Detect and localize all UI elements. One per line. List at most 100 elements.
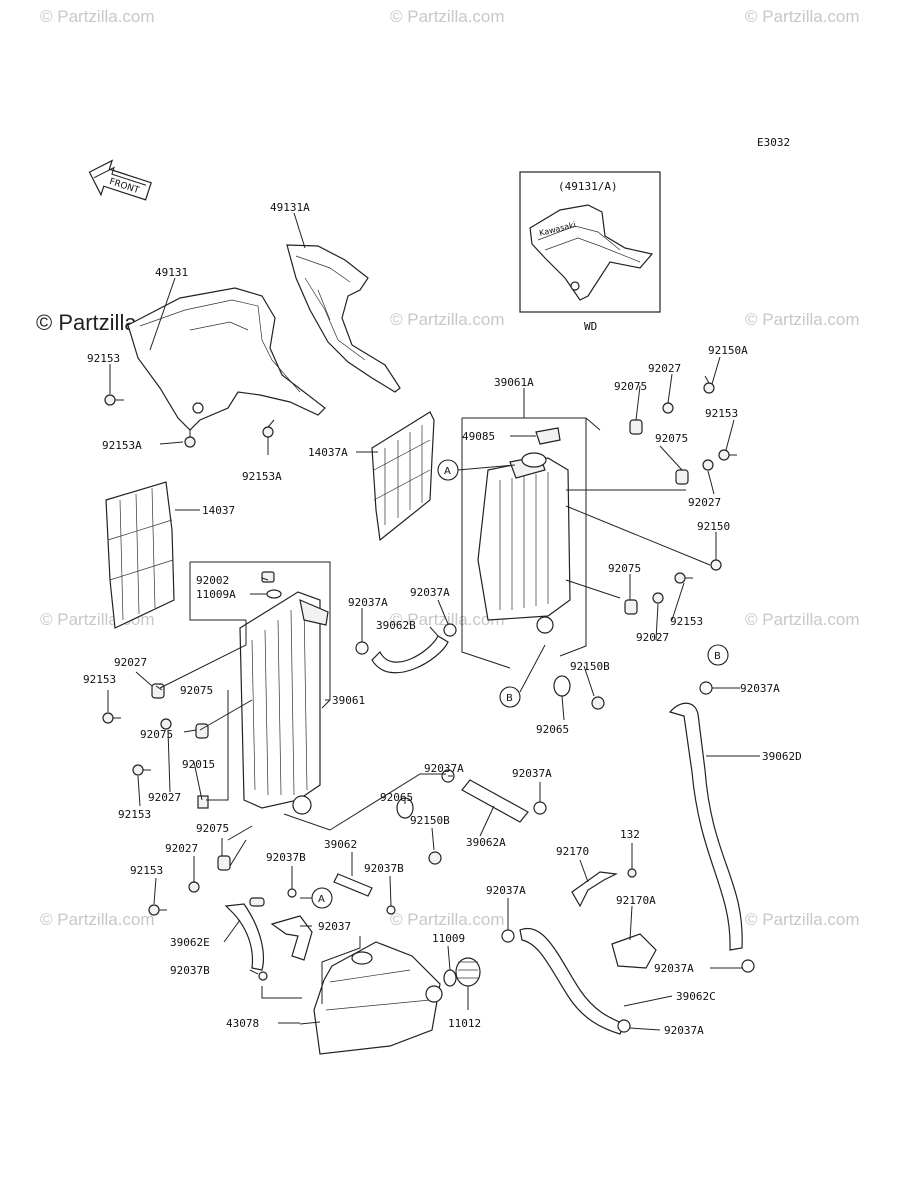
bracket-92170a[interactable]	[611, 933, 657, 969]
clamp-icon[interactable]	[258, 971, 268, 981]
clamp-icon[interactable]	[533, 801, 547, 815]
hose-39062e[interactable]	[224, 897, 265, 971]
grommet-icon[interactable]	[624, 599, 638, 615]
clamp-icon[interactable]	[443, 623, 457, 637]
label-92037a: 92037A	[512, 767, 552, 780]
diagram-code: E3032	[757, 136, 790, 149]
inset-title: (49131/A)	[558, 180, 618, 193]
bracket-92170[interactable]	[571, 871, 619, 908]
bolt-icon[interactable]	[132, 764, 151, 776]
label-92002: 92002	[196, 574, 229, 587]
label-92015: 92015	[182, 758, 215, 771]
bolt-icon[interactable]	[104, 394, 124, 406]
label-11009a: 11009A	[196, 588, 236, 601]
label-92037a: 92037A	[664, 1024, 704, 1037]
bolt-icon[interactable]	[674, 572, 693, 584]
collar-icon[interactable]	[662, 402, 674, 414]
bolt-icon[interactable]	[262, 419, 275, 438]
label-92027: 92027	[114, 656, 147, 669]
shroud-49131[interactable]	[127, 287, 326, 431]
clamp-icon[interactable]	[741, 959, 755, 973]
oring-icon[interactable]	[266, 589, 282, 599]
svg-text:A: A	[444, 466, 451, 477]
label-39062e: 39062E	[170, 936, 210, 949]
clamp-icon[interactable]	[501, 929, 515, 943]
bracket-92037[interactable]	[270, 915, 313, 961]
label-49085: 49085	[462, 430, 495, 443]
label-39062b: 39062B	[376, 619, 416, 632]
label-92037a: 92037A	[424, 762, 464, 775]
clip-icon[interactable]	[197, 795, 209, 809]
hose-39062a[interactable]	[461, 779, 529, 823]
label-39061a: 39061A	[494, 376, 534, 389]
part-labels: 49131A 49131 92153 92153A 92153A 14037A …	[83, 201, 802, 1037]
label-92037b: 92037B	[266, 851, 306, 864]
label-92027: 92027	[688, 496, 721, 509]
watermark: © Partzilla.com	[745, 910, 860, 929]
collar-icon[interactable]	[702, 459, 714, 471]
grommet-icon[interactable]	[151, 683, 165, 699]
clamp-icon[interactable]	[386, 905, 396, 915]
bolt-icon[interactable]	[184, 430, 196, 448]
radiator-39061a[interactable]	[477, 452, 571, 634]
bolt-icon[interactable]	[591, 696, 605, 710]
radiator-39061[interactable]	[239, 591, 329, 815]
clamp-icon[interactable]	[287, 888, 297, 898]
label-92027: 92027	[148, 791, 181, 804]
label-92037b: 92037B	[364, 862, 404, 875]
svg-text:A: A	[318, 894, 325, 905]
hose-39062b[interactable]	[371, 635, 449, 674]
label-92037b: 92037B	[170, 964, 210, 977]
bolt-icon[interactable]	[627, 868, 637, 878]
radiator-guard-14037[interactable]	[105, 481, 175, 629]
collar-icon[interactable]	[160, 718, 172, 730]
bolt-icon[interactable]	[102, 712, 121, 724]
reference-lines	[159, 404, 711, 1025]
hose-39062[interactable]	[333, 873, 373, 897]
callout-b-2: B	[707, 644, 729, 666]
label-92153a: 92153A	[102, 439, 142, 452]
label-92150b: 92150B	[410, 814, 450, 827]
shroud-49131a[interactable]	[286, 244, 401, 393]
label-92037a: 92037A	[410, 586, 450, 599]
label-92153: 92153	[118, 808, 151, 821]
cap-icon[interactable]	[535, 427, 561, 445]
collar-icon[interactable]	[188, 881, 200, 893]
cap-11012[interactable]	[455, 957, 481, 987]
clamp-icon[interactable]	[355, 641, 369, 655]
label-92037a: 92037A	[348, 596, 388, 609]
inset-49131a[interactable]: (49131/A) Kawasaki	[519, 171, 661, 313]
label-39062c: 39062C	[676, 990, 716, 1003]
watermark: © Partzilla.com	[745, 7, 860, 26]
watermark: © Partzilla.com	[390, 7, 505, 26]
label-92075: 92075	[614, 380, 647, 393]
label-92170a: 92170A	[616, 894, 656, 907]
grommet-icon[interactable]	[629, 419, 643, 435]
bolt-icon[interactable]	[148, 904, 167, 916]
oring-11009[interactable]	[443, 969, 457, 987]
label-14037: 14037	[202, 504, 235, 517]
cap-icon[interactable]	[261, 571, 275, 583]
label-92075: 92075	[180, 684, 213, 697]
radiator-guard-14037a[interactable]	[371, 411, 435, 542]
reserve-tank-43078[interactable]	[313, 941, 443, 1055]
label-49131: 49131	[155, 266, 188, 279]
hose-39062d[interactable]	[668, 702, 743, 951]
washer-icon[interactable]	[553, 675, 571, 697]
bolt-icon[interactable]	[710, 559, 722, 571]
grommet-icon[interactable]	[217, 855, 231, 871]
label-92170: 92170	[556, 845, 589, 858]
collar-icon[interactable]	[652, 592, 664, 604]
hose-39062c[interactable]	[519, 927, 625, 1035]
watermark: © Partzilla.com	[40, 7, 155, 26]
label-92150: 92150	[697, 520, 730, 533]
grommet-icon[interactable]	[675, 469, 689, 485]
clamp-icon[interactable]	[617, 1019, 631, 1033]
clamp-icon[interactable]	[699, 681, 713, 695]
bolt-icon[interactable]	[718, 449, 737, 461]
bolt-icon[interactable]	[428, 851, 442, 865]
label-39061: 39061	[332, 694, 365, 707]
label-14037a: 14037A	[308, 446, 348, 459]
label-92153: 92153	[83, 673, 116, 686]
bolt-icon[interactable]	[703, 375, 715, 394]
